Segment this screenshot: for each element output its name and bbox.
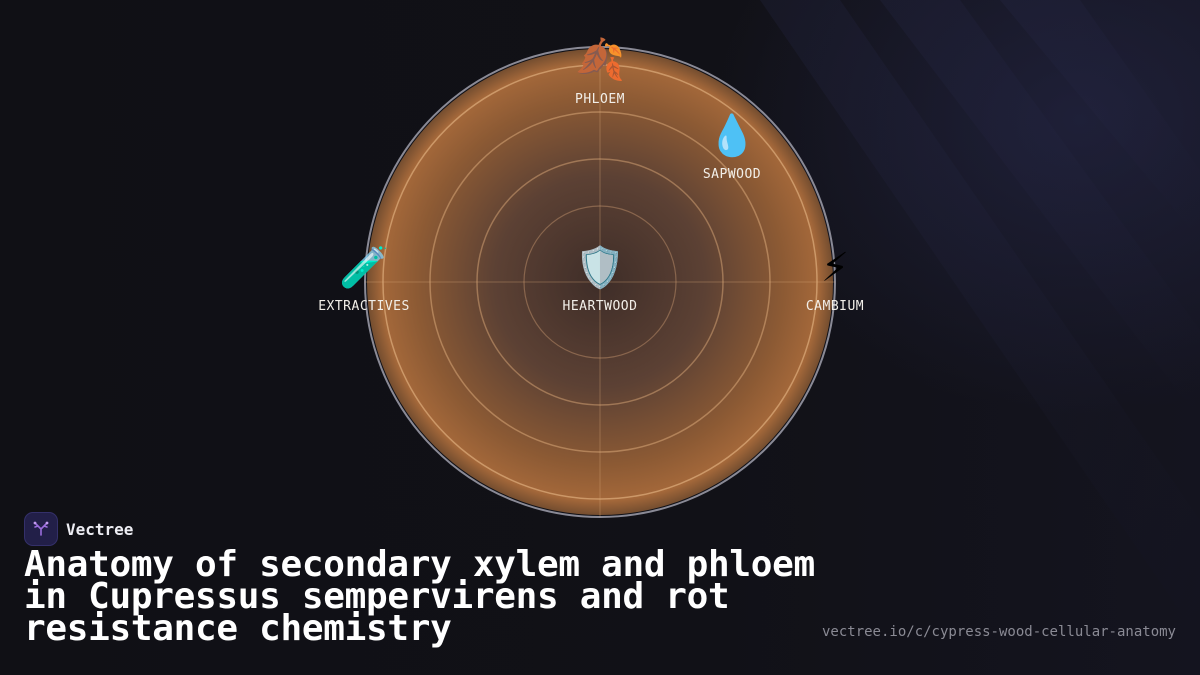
fallen-leaves-icon: 🍂 (575, 37, 625, 83)
wood-disc (367, 49, 833, 515)
bark-edge (364, 46, 836, 518)
branching-tree-icon (24, 512, 58, 546)
shield-icon: 🛡️ (575, 245, 625, 291)
growth-ring-3 (429, 111, 771, 453)
brand-name: Vectree (66, 519, 134, 539)
page-title: Anatomy of secondary xylem and phloem in… (24, 544, 815, 649)
water-drop-icon: 💧 (707, 113, 757, 159)
node-label-heartwood: HEARTWOOD (562, 299, 638, 314)
node-label-extractives: EXTRACTIVES (318, 299, 410, 314)
growth-ring-1 (523, 205, 677, 359)
node-label-phloem: PHLOEM (575, 92, 625, 107)
page-url[interactable]: vectree.io/c/cypress-wood-cellular-anato… (821, 624, 1176, 640)
test-tube-icon: 🧪 (339, 245, 389, 291)
growth-ring-2 (476, 158, 724, 406)
node-label-cambium: CAMBIUM (805, 299, 865, 314)
node-label-sapwood: SAPWOOD (702, 167, 762, 182)
lightning-icon: ⚡ (820, 245, 850, 291)
growth-ring-outer (382, 64, 818, 500)
brand[interactable]: Vectree (24, 512, 133, 546)
